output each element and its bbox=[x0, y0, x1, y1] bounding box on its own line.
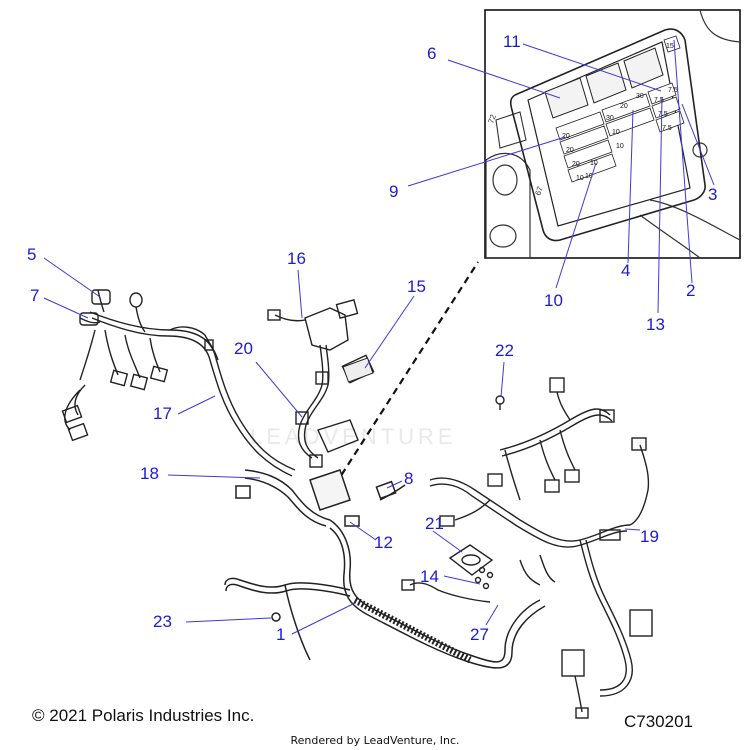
main-harness-trunk bbox=[224, 469, 546, 669]
watermark: LEADVENTURE bbox=[250, 424, 457, 449]
callout-18: 18 bbox=[140, 464, 159, 483]
callout-9: 9 bbox=[389, 182, 399, 201]
fuse-label: 30 bbox=[636, 93, 644, 100]
fuse-label: 15 bbox=[666, 43, 674, 50]
callout-10: 10 bbox=[544, 291, 563, 310]
fuse-label: 10 bbox=[590, 160, 598, 167]
callout-21: 21 bbox=[425, 514, 444, 533]
fuse-label: 10 bbox=[612, 129, 620, 136]
svg-text:67: 67 bbox=[533, 185, 545, 197]
callout-20: 20 bbox=[234, 339, 253, 358]
callout-3: 3 bbox=[708, 185, 718, 204]
left-sub-harness bbox=[61, 289, 296, 477]
copyright-text: © 2021 Polaris Industries Inc. bbox=[32, 706, 255, 725]
callout-13: 13 bbox=[646, 315, 665, 334]
leader-lines bbox=[43, 39, 715, 635]
callout-2: 2 bbox=[686, 281, 696, 300]
fuse-label: 20 bbox=[566, 147, 574, 154]
fuse-label: 7.5 bbox=[662, 125, 672, 132]
svg-text:72: 72 bbox=[486, 113, 498, 125]
fuse-label: 7.5 bbox=[668, 87, 678, 94]
detail-leader-dashed bbox=[334, 261, 479, 486]
callout-4: 4 bbox=[621, 261, 631, 280]
fuse-label: 7.5 bbox=[658, 111, 668, 118]
fuse-label: 10 bbox=[585, 173, 593, 180]
upper-centre-harness bbox=[267, 299, 375, 468]
rendered-by: Rendered by LeadVenture, Inc. bbox=[290, 734, 460, 747]
fuse-label: 20 bbox=[620, 103, 628, 110]
figure-code: C730201 bbox=[624, 712, 694, 731]
fuse-label: 10 bbox=[576, 175, 584, 182]
callout-1: 1 bbox=[276, 625, 286, 644]
callout-23: 23 bbox=[153, 612, 172, 631]
callout-8: 8 bbox=[404, 469, 414, 488]
callout-11: 11 bbox=[503, 32, 521, 51]
callout-27: 27 bbox=[470, 625, 489, 644]
callout-19: 19 bbox=[640, 527, 659, 546]
callout-16: 16 bbox=[287, 249, 306, 268]
callout-7: 7 bbox=[30, 286, 40, 305]
decal bbox=[342, 357, 374, 383]
fuse-label: 10 bbox=[616, 143, 624, 150]
callout-22: 22 bbox=[495, 341, 514, 360]
callout-17: 17 bbox=[153, 404, 172, 423]
fuse-label: 20 bbox=[572, 161, 580, 168]
fuse-label: 7.5 bbox=[654, 97, 664, 104]
callout-14: 14 bbox=[420, 567, 439, 586]
callout-6: 6 bbox=[427, 44, 437, 63]
callout-5: 5 bbox=[27, 245, 37, 264]
fuse-label: 20 bbox=[562, 133, 570, 140]
fuse-label: 30 bbox=[606, 115, 614, 122]
callout-12: 12 bbox=[374, 533, 393, 552]
right-harness bbox=[401, 377, 653, 719]
callout-15: 15 bbox=[407, 277, 426, 296]
